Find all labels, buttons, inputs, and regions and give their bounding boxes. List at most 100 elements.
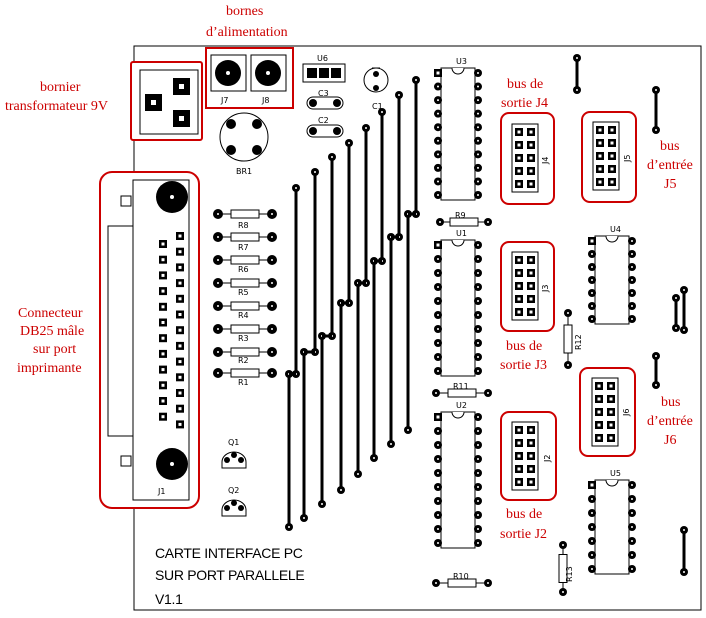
pad-hole [487, 582, 489, 584]
u6-regulator [302, 63, 346, 83]
j7-label: J7 [220, 96, 228, 105]
pad-hole [477, 328, 479, 330]
pad-hole [271, 351, 273, 353]
pad-hole [437, 194, 439, 196]
pad-hole [437, 153, 439, 156]
pad-hole [437, 166, 439, 169]
pad-hole [437, 314, 439, 316]
j6-label: J6 [622, 409, 631, 417]
pad-hole [161, 321, 165, 324]
ic-notch [451, 411, 465, 419]
pad-hole [477, 500, 479, 502]
pad-hole [477, 286, 479, 288]
j8-label: J8 [261, 96, 269, 105]
pad-hole [517, 454, 521, 458]
pad-hole [365, 127, 367, 129]
c2-capacitor [306, 124, 344, 138]
pad-hole [340, 489, 342, 491]
pad-hole [271, 282, 273, 284]
pad-hole [435, 582, 437, 584]
pad-hole [407, 429, 409, 431]
pad-hole [178, 281, 182, 285]
annot-j2-2: sortie J2 [500, 527, 547, 542]
pad-hole [477, 85, 479, 88]
pad-hole [529, 182, 533, 186]
pad-hole [487, 221, 489, 223]
pad-hole [178, 422, 182, 426]
pad-hole [321, 503, 323, 505]
r6-label: R6 [238, 265, 249, 274]
u4-label: U4 [610, 225, 621, 234]
pad-hole [178, 375, 182, 379]
pad-hole [217, 259, 219, 261]
r5-label: R5 [238, 288, 249, 297]
pad-hole [437, 370, 439, 372]
q1-transistor [221, 451, 247, 469]
annot-db25-3: sur port [33, 342, 76, 357]
pad-hole [437, 180, 439, 183]
pad-hole [591, 253, 593, 255]
pad-hole [517, 310, 521, 314]
u1-chip [440, 239, 476, 377]
board-version: V1.1 [155, 591, 183, 607]
pad-hole [314, 171, 316, 173]
resistor-body [230, 209, 260, 219]
pad-hole [178, 297, 182, 301]
annot-bornier-2: transformateur 9V [5, 99, 108, 114]
r9-label: R9 [455, 211, 466, 220]
pad-hole [529, 284, 533, 288]
annot-j5-2: d’entrée [647, 158, 693, 173]
pad-hole [161, 399, 165, 403]
pad-hole [477, 314, 479, 316]
pad-hole [610, 128, 614, 132]
pad-hole [631, 554, 633, 556]
u1-label: U1 [456, 229, 467, 238]
pad-hole [295, 187, 297, 189]
pad-hole [477, 542, 479, 544]
pad-hole [437, 458, 439, 460]
pad-hole [271, 372, 273, 374]
pad-hole [529, 310, 533, 314]
pad-hole [591, 279, 593, 281]
pad-hole [598, 154, 602, 158]
pad-hole [517, 480, 521, 484]
pad-hole [598, 180, 602, 184]
pad-hole [271, 305, 273, 307]
pad-hole [178, 265, 182, 269]
pad-hole [437, 258, 439, 260]
pad-hole [161, 336, 165, 340]
annot-j4-1: bus de [507, 77, 543, 92]
pad-hole [390, 443, 392, 445]
pad-hole [477, 356, 479, 358]
br1-label: BR1 [236, 167, 252, 176]
board-title-line1: CARTE INTERFACE PC [155, 545, 303, 561]
pad-hole [437, 126, 439, 129]
pad-hole [303, 517, 305, 519]
pad-hole [477, 444, 479, 446]
pad-hole [415, 79, 417, 81]
pad-hole [477, 99, 479, 102]
annot-bornes-1: bornes [226, 4, 263, 19]
q2-label: Q2 [228, 486, 239, 495]
pad-hole [609, 436, 613, 440]
resistor-body [230, 301, 260, 311]
pad-hole [610, 180, 614, 184]
pad-hole [683, 529, 685, 531]
annot-db25-1: Connecteur [18, 306, 83, 321]
resistor-body [230, 232, 260, 242]
pad-hole [437, 542, 439, 544]
db25-highlight [99, 171, 200, 509]
pad-hole [217, 213, 219, 215]
annot-db25-4: imprimante [17, 361, 82, 376]
pad-hole [271, 236, 273, 238]
r13-resistor [558, 554, 568, 583]
pad-hole [591, 266, 593, 268]
pad-hole [591, 512, 593, 514]
pad-hole [437, 430, 439, 432]
pad-hole [477, 194, 479, 196]
pad-hole [477, 514, 479, 516]
j4-label: J4 [541, 157, 550, 165]
j8-terminal [250, 54, 287, 92]
pad-hole [517, 156, 521, 160]
annot-j3-1: bus de [506, 339, 542, 354]
